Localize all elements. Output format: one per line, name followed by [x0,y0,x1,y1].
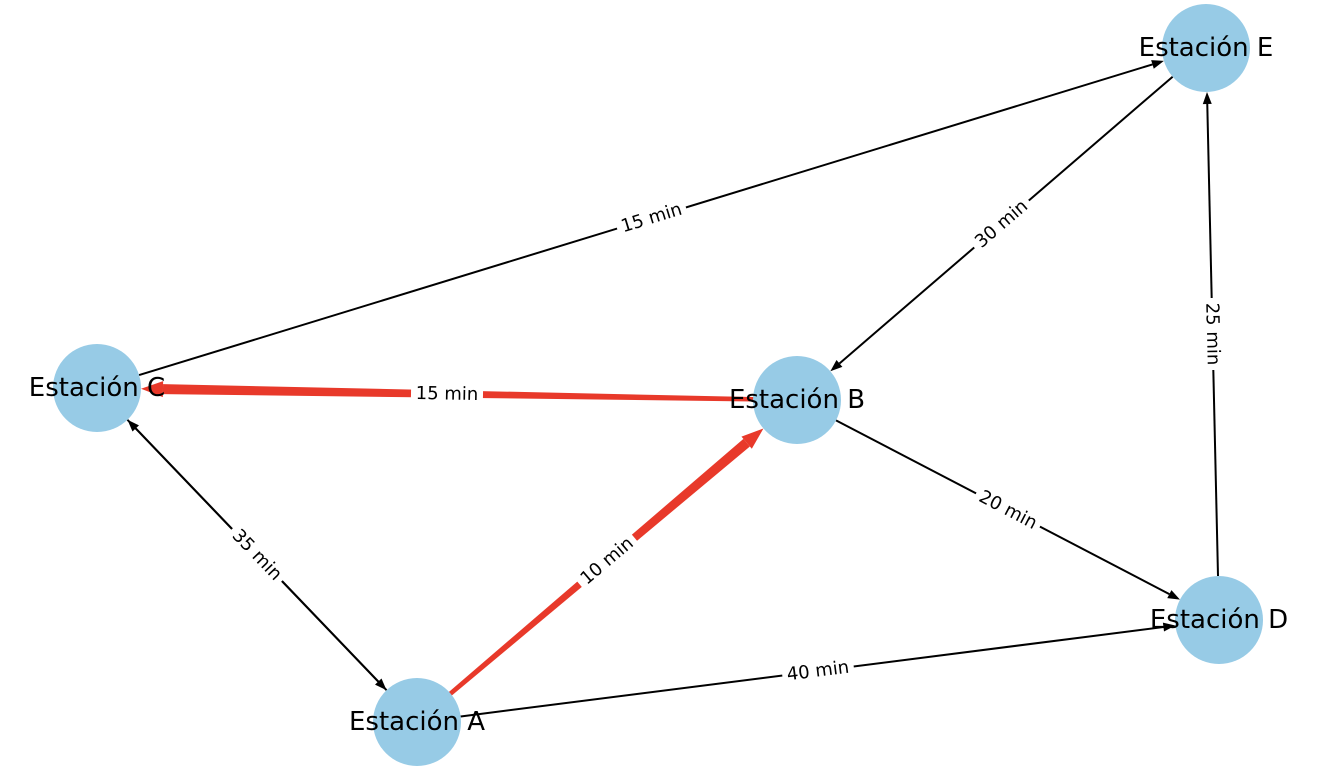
edge-label-bg [410,381,484,407]
edge-label-bg [780,654,856,688]
edge-label-c-e: 15 min [613,195,690,241]
edge-label-a-c: 35 min [223,520,291,590]
edge-arrowhead [375,678,387,691]
edge-labels-layer: 15 min 30 min 25 min 15 min 20 min 35 min 10 m… [223,191,1226,688]
edge-label-a-b: 10 min [571,528,643,594]
edge-label-b-d: 20 min [970,482,1046,538]
node-b [753,356,841,444]
edge-arrowhead [1162,622,1176,632]
edge-label-text: 15 min [416,383,479,405]
edge-label-d-e: 25 min [1199,297,1226,371]
edge-label-b-e: 30 min [966,191,1037,257]
node-d [1175,576,1263,664]
edge-arrowhead [1202,91,1212,105]
edge-label-text: 35 min [228,525,286,585]
edge-label-text: 15 min [619,199,685,237]
node-a [373,678,461,766]
node-label-a: Estación A [349,707,485,737]
edge-arrowhead [1151,60,1164,69]
edge-label-bg [970,482,1046,538]
edge-label-a-d: 40 min [780,654,856,688]
edge-label-bg [1199,297,1226,371]
edge-label-text: 30 min [971,196,1032,253]
edge-label-text: 10 min [576,533,637,589]
node-c [53,344,141,432]
node-label-b: Estación B [729,385,865,415]
edge-label-text: 25 min [1201,302,1223,365]
edge-label-text: 40 min [786,657,851,686]
node-label-d: Estación D [1150,605,1288,635]
edge-label-bg [571,528,643,594]
node-label-e: Estación E [1139,33,1274,63]
edge-arrowhead [741,428,764,449]
edge-arrowhead [1167,590,1180,600]
edges-layer [126,60,1219,724]
node-labels-layer: Estación A Estación B Estación C Estación D… [29,33,1288,737]
edge-label-bg [613,195,690,241]
edge-label-b-c: 15 min [410,381,484,407]
nodes-layer [53,4,1263,766]
node-label-c: Estación C [29,373,165,403]
edge-label-bg [223,520,291,590]
edge-label-bg [966,191,1037,257]
node-e [1162,4,1250,92]
edge-arrowhead [830,360,843,372]
edge-arrowhead [140,381,164,398]
